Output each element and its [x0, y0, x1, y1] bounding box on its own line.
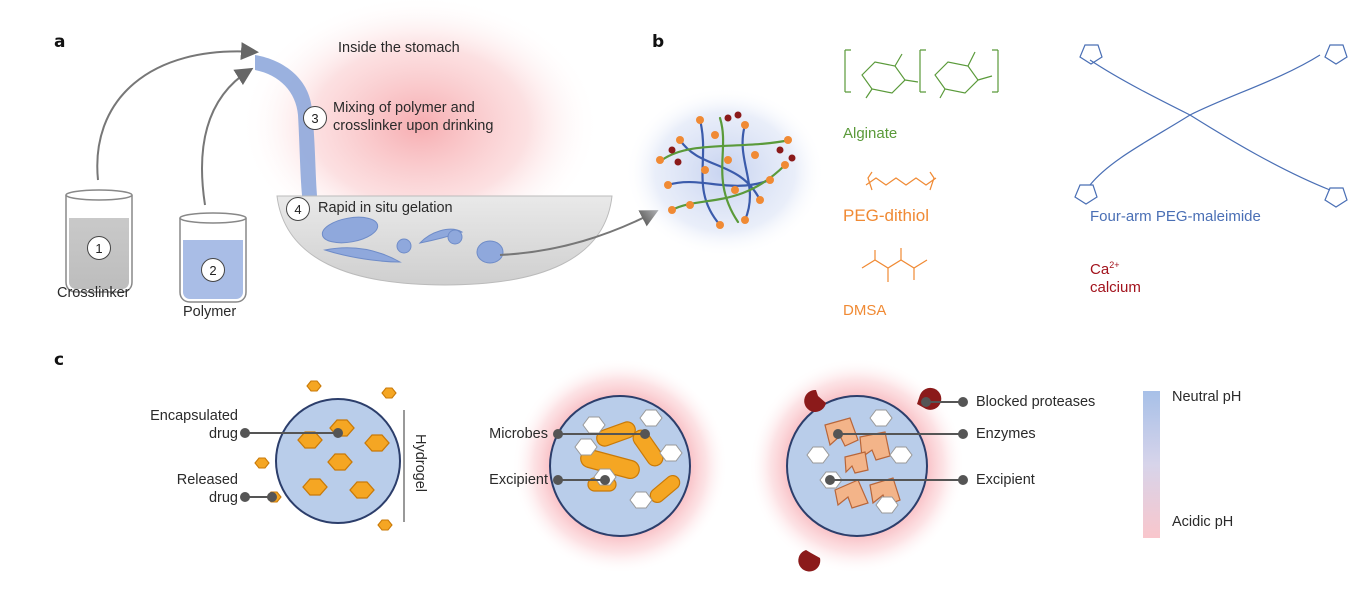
peg-dithiol-label: PEG-dithiol [843, 206, 929, 225]
step3-text-line2: crosslinker upon drinking [333, 118, 494, 134]
released-drug-line1: Released [176, 472, 238, 488]
microbes-label: Microbes [489, 426, 548, 442]
to-network-arrow [499, 210, 659, 256]
gel-blobs [321, 216, 504, 264]
panel-a-letter: a [54, 32, 66, 52]
microbe-leaders [553, 429, 650, 485]
hydrogel-label: Hydrogel [412, 434, 428, 493]
step4-text: Rapid in situ gelation [318, 200, 453, 216]
crosslinker-arrow [96, 42, 259, 181]
polymer-label: Polymer [183, 304, 237, 320]
enzymes-label: Enzymes [976, 426, 1036, 442]
calcium-label: calcium [1090, 279, 1141, 296]
dmsa-structure-icon [861, 248, 928, 282]
peg-dithiol-structure-icon [865, 171, 937, 191]
released-drug-line2: drug [208, 490, 238, 506]
blocked-proteases-label: Blocked proteases [976, 394, 1096, 410]
hydrogel-leaders [240, 428, 343, 502]
step3-marker: 3 [303, 106, 327, 130]
polymer-stream [255, 55, 318, 205]
panel-c-letter: c [54, 350, 65, 370]
alginate-label: Alginate [843, 125, 898, 142]
encapsulated-drug-line2: drug [208, 426, 238, 442]
polymer-arrow [201, 67, 254, 206]
stomach-glow [240, 0, 600, 255]
acidic-ph-label: Acidic pH [1172, 514, 1234, 530]
step3-text-line1: Mixing of polymer and [333, 100, 475, 116]
stomach-title: Inside the stomach [338, 40, 460, 56]
peg-maleimide-structure-icon [1074, 44, 1348, 208]
step1-marker: 1 [87, 236, 111, 260]
calcium-element: Ca [1090, 261, 1110, 278]
encapsulated-drug-hexagons [297, 419, 390, 499]
crosslinker-label: Crosslinker [57, 285, 130, 301]
peg-nodes [656, 116, 792, 229]
network-glow [625, 87, 825, 257]
encapsulated-drug-line1: Encapsulated [150, 408, 238, 424]
hydrogel-network [660, 116, 792, 227]
step4-marker: 4 [286, 197, 310, 221]
neutral-ph-label: Neutral pH [1172, 389, 1242, 405]
calcium-nodes [668, 111, 796, 166]
alginate-structure-icon [844, 49, 999, 99]
calcium-symbol: Ca2+ [1090, 260, 1119, 278]
ph-gradient-bar [1143, 391, 1160, 538]
calcium-charge: 2+ [1109, 260, 1120, 270]
excipient-label-1: Excipient [489, 472, 548, 488]
panel-b-letter: b [652, 32, 665, 52]
excipient-label-2: Excipient [976, 472, 1035, 488]
dmsa-label: DMSA [843, 302, 887, 319]
step2-marker: 2 [201, 258, 225, 282]
peg-maleimide-label: Four-arm PEG-maleimide [1090, 208, 1261, 225]
excipient-hexagons-1 [574, 409, 683, 509]
enzyme-leaders [825, 397, 968, 485]
